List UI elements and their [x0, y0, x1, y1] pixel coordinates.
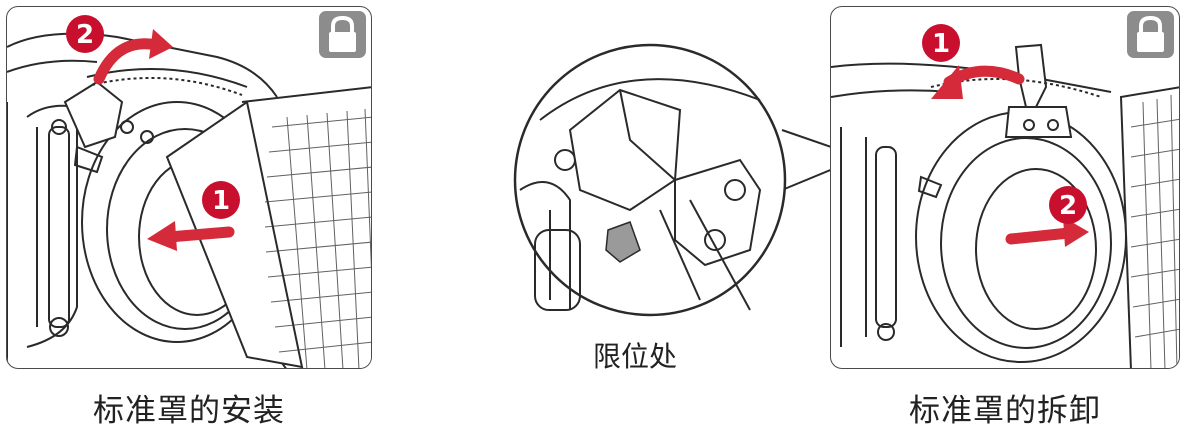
install-illustration: 2 1: [6, 6, 372, 369]
step-2-number: 2: [76, 20, 94, 50]
limit-position-label: 限位处: [592, 340, 677, 373]
install-drawing: 2 1: [7, 15, 371, 368]
step-2-badge: [66, 15, 104, 53]
remove-illustration: 1 2: [830, 6, 1180, 369]
install-caption: 标准罩的安装: [93, 393, 285, 429]
remove-drawing: 1 2: [831, 24, 1179, 368]
step-1-number: 1: [212, 186, 230, 216]
remove-caption: 标准罩的拆卸: [909, 393, 1101, 429]
lock-icon: [319, 11, 366, 58]
limit-position-detail: [513, 43, 840, 317]
step-1-badge: [202, 181, 240, 219]
step-1-badge: [922, 24, 960, 62]
step-1-number: 1: [932, 29, 950, 59]
step-2-number: 2: [1059, 191, 1077, 221]
step-2-badge: [1049, 186, 1087, 224]
lock-icon: [1127, 11, 1174, 58]
